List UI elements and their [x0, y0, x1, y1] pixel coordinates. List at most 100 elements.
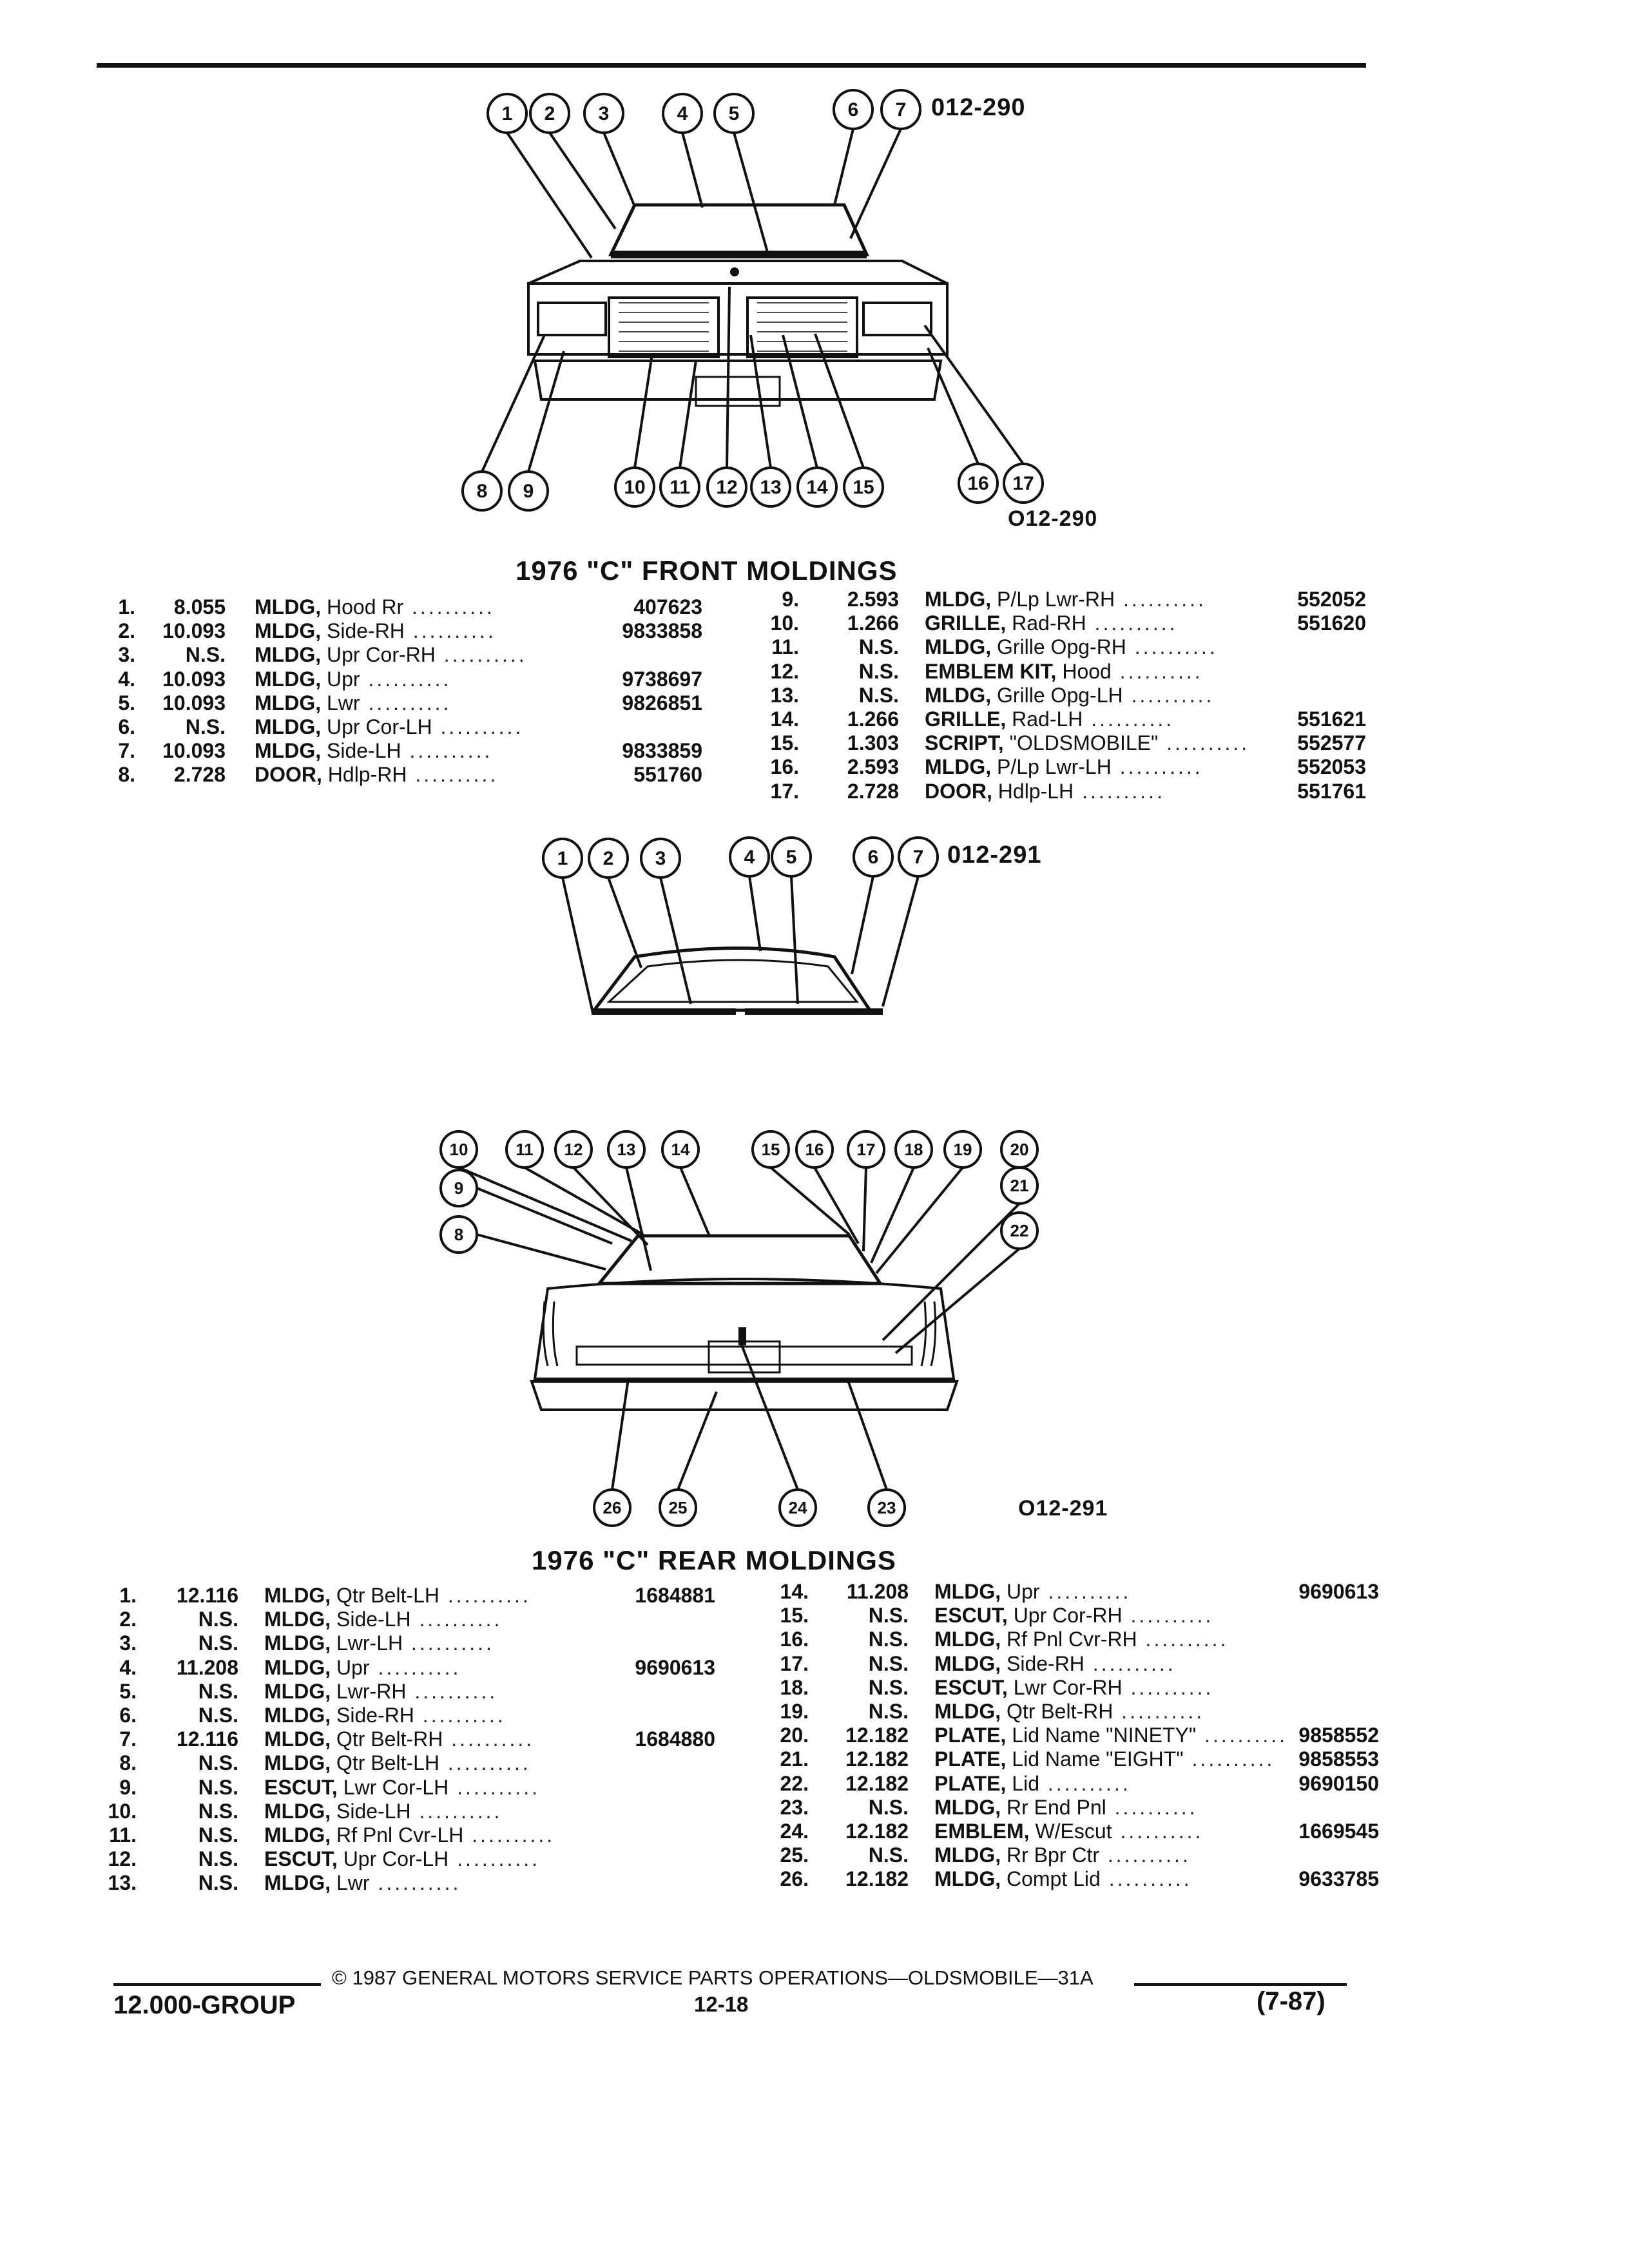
leader-dots: .......... [410, 1799, 503, 1823]
leader-dots: .......... [463, 1823, 555, 1847]
part-subname: Lwr-LH [336, 1631, 403, 1655]
leader-dots: .......... [432, 715, 524, 738]
part-row: 18.N.S.ESCUT, Lwr Cor-RH .......... [751, 1676, 1379, 1700]
svg-text:25: 25 [669, 1498, 688, 1517]
part-description: MLDG, Upr .......... [255, 668, 451, 691]
part-n: 3. [119, 1631, 137, 1655]
part-description: DOOR, Hdlp-LH .......... [925, 780, 1165, 803]
part-pn: 9858552 [1298, 1724, 1379, 1747]
part-row: 3.N.S.MLDG, Lwr-LH .......... [103, 1631, 715, 1655]
part-name: SCRIPT, [925, 731, 1004, 755]
leader-dots: .......... [448, 1847, 541, 1871]
part-pn: 9633785 [1298, 1867, 1379, 1891]
part-subname: Hdlp-RH [327, 763, 407, 787]
svg-text:19: 19 [954, 1140, 972, 1159]
leader-dots: .......... [1113, 1699, 1205, 1723]
svg-text:2: 2 [603, 848, 614, 869]
part-subname: Side-RH [1006, 1651, 1084, 1675]
part-description: MLDG, Grille Opg-RH .......... [925, 635, 1218, 659]
part-description: MLDG, Qtr Belt-LH .......... [264, 1751, 531, 1775]
part-subname: Upr [326, 667, 360, 691]
part-row: 19.N.S.MLDG, Qtr Belt-RH .......... [751, 1700, 1379, 1724]
part-name: GRILLE, [925, 707, 1007, 731]
part-name: MLDG, [255, 739, 322, 763]
leader-dots: .......... [406, 1679, 498, 1703]
part-n: 18. [780, 1675, 809, 1699]
part-g: 2.728 [847, 779, 899, 803]
part-pn: 9826851 [622, 691, 702, 715]
part-name: MLDG, [925, 635, 992, 659]
part-row: 23.N.S.MLDG, Rr End Pnl .......... [751, 1796, 1379, 1820]
part-subname: Rr End Pnl [1006, 1795, 1106, 1819]
svg-text:9: 9 [523, 481, 534, 502]
part-n: 13. [108, 1871, 137, 1895]
footer-rule-left [113, 1983, 321, 1986]
part-description: ESCUT, Lwr Cor-LH .......... [264, 1776, 540, 1800]
svg-text:16: 16 [805, 1140, 824, 1159]
front-section-title: 1976 "C" FRONT MOLDINGS [516, 555, 898, 586]
part-subname: Upr Cor-RH [1013, 1604, 1123, 1628]
part-name: ESCUT, [264, 1847, 338, 1871]
part-subname: Lid Name "NINETY" [1012, 1724, 1197, 1747]
part-name: MLDG, [255, 643, 322, 667]
part-n: 19. [780, 1699, 809, 1723]
part-name: ESCUT, [934, 1675, 1008, 1699]
part-description: MLDG, Qtr Belt-RH .......... [264, 1727, 534, 1751]
part-g: 12.182 [845, 1867, 909, 1891]
part-n: 7. [119, 1727, 137, 1751]
part-description: PLATE, Lid Name "NINETY" .......... [934, 1724, 1287, 1747]
part-description: EMBLEM, W/Escut .......... [934, 1820, 1203, 1843]
part-description: MLDG, Upr Cor-RH .......... [255, 643, 527, 667]
svg-text:6: 6 [868, 847, 879, 868]
part-g: 1.266 [847, 611, 899, 635]
part-description: MLDG, Lwr .......... [264, 1871, 461, 1895]
svg-text:11: 11 [516, 1140, 534, 1159]
svg-text:23: 23 [878, 1498, 896, 1517]
part-pn: 551761 [1297, 779, 1366, 803]
svg-text:14: 14 [806, 477, 828, 498]
leader-dots: .......... [1100, 1867, 1192, 1891]
part-name: ESCUT, [934, 1604, 1008, 1628]
part-n: 23. [780, 1795, 809, 1819]
svg-text:17: 17 [1012, 473, 1034, 494]
part-description: MLDG, Rf Pnl Cvr-RH .......... [934, 1628, 1228, 1651]
svg-text:5: 5 [786, 847, 797, 868]
part-pn: 9690613 [1298, 1580, 1379, 1603]
part-subname: Side-LH [336, 1799, 411, 1823]
part-g: 10.093 [162, 619, 226, 643]
part-n: 12. [770, 659, 799, 683]
part-description: GRILLE, Rad-LH .......... [925, 707, 1174, 731]
leader-dots: .......... [1074, 779, 1165, 803]
part-g: N.S. [858, 635, 899, 659]
part-n: 4. [118, 667, 135, 691]
part-subname: Upr Cor-LH [326, 715, 432, 738]
part-g: N.S. [868, 1651, 909, 1675]
footer-copyright: © 1987 GENERAL MOTORS SERVICE PARTS OPER… [332, 1966, 1094, 1989]
svg-text:1: 1 [557, 848, 568, 869]
part-subname: Side-RH [336, 1703, 414, 1727]
part-description: MLDG, Qtr Belt-RH .......... [934, 1700, 1204, 1724]
part-g: N.S. [198, 1847, 238, 1871]
leader-dots: .......... [1039, 1771, 1131, 1795]
rear-diagram-id-bottom: O12-291 [1018, 1496, 1108, 1521]
part-subname: Lwr [336, 1871, 370, 1895]
part-row: 13.N.S.MLDG, Lwr .......... [103, 1871, 715, 1895]
part-g: 1.303 [847, 731, 899, 755]
part-row: 6.N.S.MLDG, Side-RH .......... [103, 1704, 715, 1727]
part-name: MLDG, [264, 1823, 331, 1847]
part-subname: P/Lp Lwr-LH [996, 755, 1112, 779]
svg-text:1: 1 [502, 103, 513, 124]
part-description: MLDG, Lwr .......... [255, 691, 451, 715]
part-pn: 9833858 [622, 619, 702, 643]
part-row: 16.N.S.MLDG, Rf Pnl Cvr-RH .......... [751, 1628, 1379, 1651]
part-pn: 9690613 [635, 1655, 715, 1679]
part-pn: 9858553 [1298, 1747, 1379, 1771]
